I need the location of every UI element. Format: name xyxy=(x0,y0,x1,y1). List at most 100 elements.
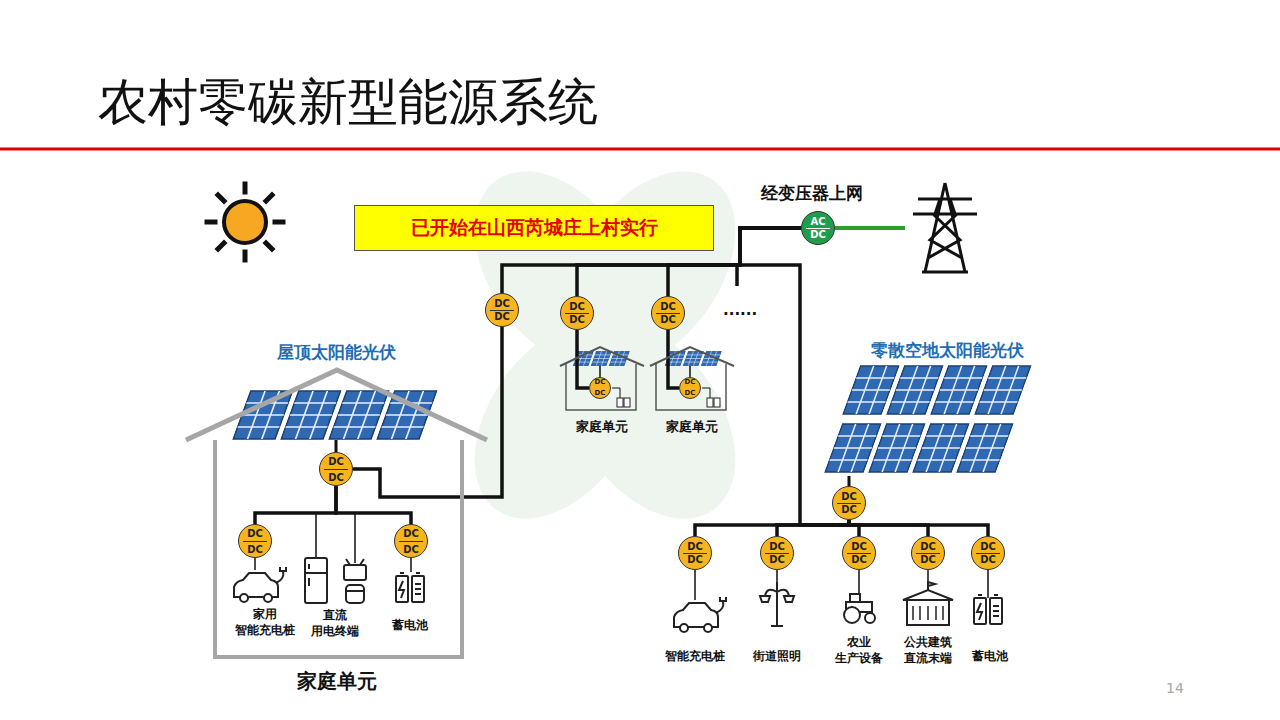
divider-line xyxy=(765,553,790,554)
roof-solar-panels xyxy=(233,391,436,439)
roof-line xyxy=(186,370,487,440)
field-solar-panels xyxy=(825,366,1030,472)
title-rule xyxy=(0,148,1280,151)
converter-text: DC xyxy=(660,302,676,312)
battery-icon xyxy=(974,595,1002,624)
roof-line xyxy=(650,347,734,366)
converter-text: DC xyxy=(851,555,867,565)
tractor-icon xyxy=(844,594,875,623)
converter-text: DC xyxy=(247,527,263,540)
converter-circle: DC DC xyxy=(319,452,353,486)
text-label: 蓄电池 xyxy=(392,618,428,634)
bus-wire xyxy=(255,486,336,524)
converter-text: DC xyxy=(841,492,857,502)
converter-text: DC xyxy=(595,378,606,387)
converter-text: DC xyxy=(403,543,419,556)
converter-circle: DCDC xyxy=(760,536,794,570)
converter-text: DC xyxy=(660,315,676,325)
bus-wire xyxy=(849,520,988,536)
bus-wire xyxy=(668,330,679,388)
bus-wire xyxy=(577,330,589,388)
text-label: 经变压器上网 xyxy=(761,182,863,204)
small-roof-panels xyxy=(573,351,721,365)
converter-circle: DC DC xyxy=(589,377,611,399)
text-label: 直流 用电终端 xyxy=(311,608,359,639)
feeder-wires xyxy=(255,366,988,600)
converter-text: DC xyxy=(841,505,857,515)
power-tower xyxy=(913,183,977,272)
converter-text: DC xyxy=(569,302,585,312)
bus-wire xyxy=(849,520,859,536)
converter-circle: AC DC xyxy=(801,211,835,245)
text-label: 蓄电池 xyxy=(972,649,1008,665)
text-label: ...... xyxy=(723,301,757,321)
text-label: 14 xyxy=(1166,679,1184,697)
wall-line xyxy=(656,364,726,410)
text-label: 智能充电桩 xyxy=(665,649,725,665)
fridge-icon xyxy=(305,558,327,603)
text-label: 家用 智能充电桩 xyxy=(235,607,295,638)
divider-line xyxy=(916,553,941,554)
house-label: 家庭单元 xyxy=(297,668,377,694)
bus-wire xyxy=(777,520,849,536)
watermark-logo xyxy=(440,140,771,551)
converter-circle: DC DC xyxy=(832,486,866,520)
converter-text: DC xyxy=(685,389,696,398)
converter-circle: DC DC xyxy=(971,536,1005,570)
converter-circle: DC DC xyxy=(485,293,519,327)
note-box: 已开始在山西芮城庄上村实行 xyxy=(354,205,714,251)
converter-text: DC xyxy=(920,555,936,565)
house-unit: 家庭单元 DC DC xyxy=(556,344,648,436)
converter-circle: DC DC xyxy=(678,536,712,570)
converter-text: DC xyxy=(810,230,826,240)
house-label: 家庭单元 xyxy=(576,419,628,436)
converter-text: DC xyxy=(494,312,510,322)
converter-text: DC xyxy=(403,527,419,540)
divider-line xyxy=(837,503,862,504)
divider-line xyxy=(565,313,590,314)
car-charger-icon xyxy=(234,567,286,602)
text-label: 街道照明 xyxy=(753,649,801,665)
converter-text: DC xyxy=(595,389,606,398)
street-lamp-icon xyxy=(760,582,794,626)
text-label: 零散空地太阳能光伏 xyxy=(871,339,1024,361)
converter-text: DC xyxy=(980,542,996,552)
converter-text: DC xyxy=(494,299,510,309)
battery-icon xyxy=(396,573,424,602)
converter-circle: DC DC xyxy=(651,296,685,330)
divider-line xyxy=(806,228,831,229)
converter-text: DC xyxy=(980,555,996,565)
converter-text: DC xyxy=(328,455,344,468)
bus-wire xyxy=(336,486,411,524)
car-charger-icon xyxy=(674,597,726,632)
converter-circle: DC DC xyxy=(679,377,701,399)
bus-wire xyxy=(695,520,849,536)
converter-circle: DCDC xyxy=(560,296,594,330)
tv-cooker-icon xyxy=(344,559,366,603)
converter-text: AC xyxy=(810,217,825,227)
divider-line xyxy=(243,541,268,542)
divider-line xyxy=(847,553,872,554)
house-label: 家庭单元 xyxy=(666,419,718,436)
divider-line xyxy=(656,313,681,314)
divider-line xyxy=(683,553,708,554)
text-label: 农业 生产设备 xyxy=(835,635,883,666)
bus-wire xyxy=(740,228,849,525)
slide-title: 农村零碳新型能源系统 xyxy=(98,72,598,132)
bus-wire xyxy=(849,520,928,536)
divider-line xyxy=(399,541,424,542)
converter-text: DC xyxy=(769,555,785,565)
house-unit: 家庭单元 DC DC xyxy=(646,344,738,436)
wall-line xyxy=(566,364,636,410)
converter-circle: DC DC xyxy=(394,524,428,558)
converter-text: DC xyxy=(687,555,703,565)
converter-circle: DC DC xyxy=(842,536,876,570)
converter-text: DC xyxy=(328,471,344,484)
divider-line xyxy=(490,310,515,311)
small-house-batteries xyxy=(617,398,720,407)
note-text: 已开始在山西芮城庄上村实行 xyxy=(411,215,658,241)
converter-text: DC xyxy=(685,378,696,387)
converter-text: DC xyxy=(851,542,867,552)
converter-text: DC xyxy=(687,542,703,552)
